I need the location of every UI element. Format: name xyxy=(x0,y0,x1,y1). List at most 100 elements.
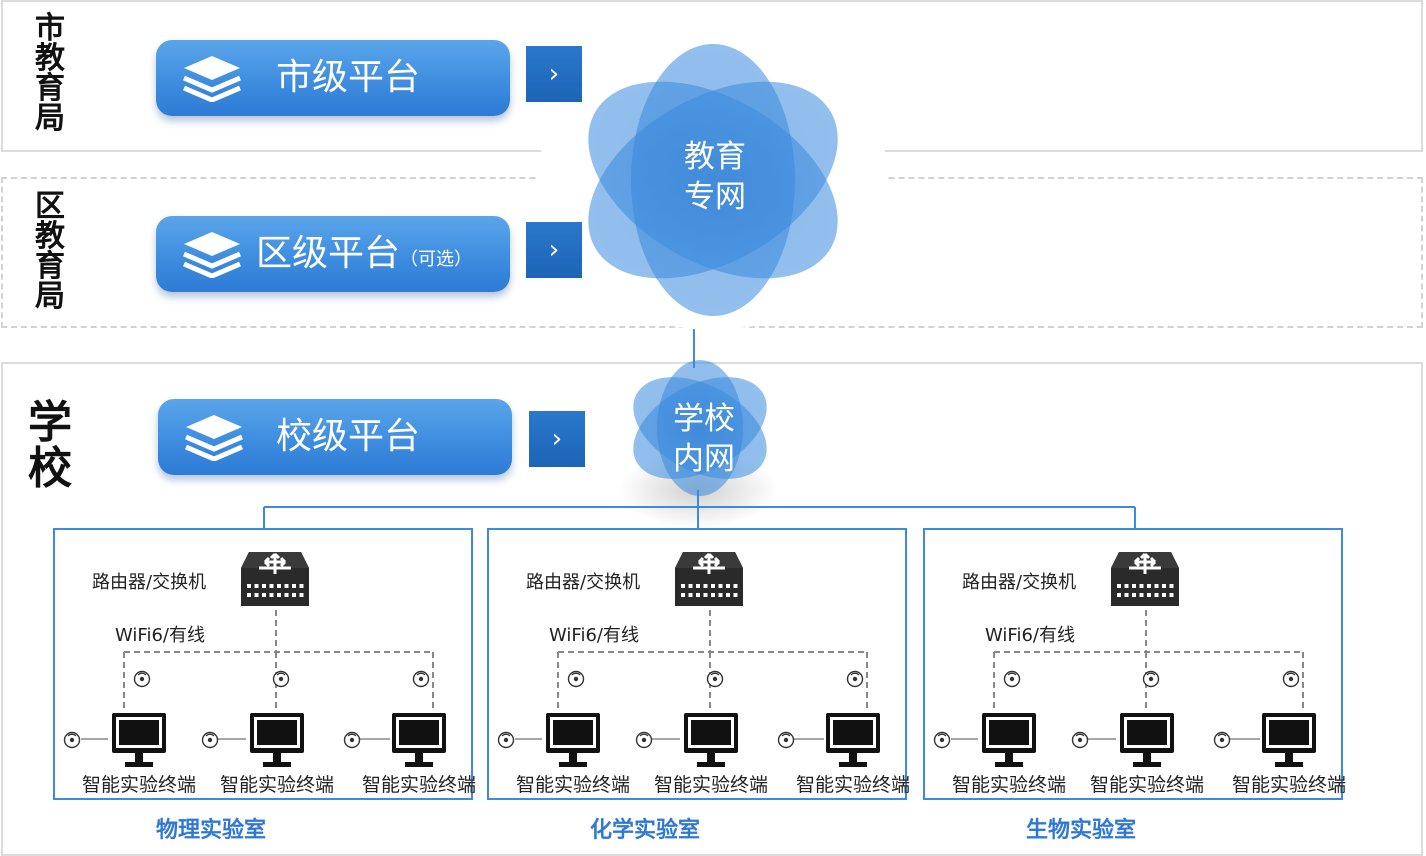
campus-branch-lines xyxy=(263,490,1136,528)
router-icon-wrap xyxy=(1109,550,1181,612)
wired-node-wrap xyxy=(1071,731,1089,753)
wifi-node-wrap xyxy=(133,670,151,692)
optional-note: （可选） xyxy=(400,249,473,270)
wifi-node-icon xyxy=(1142,670,1160,688)
lab-name: 化学实验室 xyxy=(589,818,700,843)
wifi-node-icon xyxy=(567,670,585,688)
district-tier-label: 区教 育局 xyxy=(35,189,65,314)
terminal-label: 智能实验终端 xyxy=(515,774,630,796)
campus-network-label: 学校内网 xyxy=(673,401,735,477)
terminal-icon-wrap[interactable] xyxy=(249,712,305,776)
terminal-monitor-icon xyxy=(112,713,166,767)
terminal-icon-wrap[interactable] xyxy=(545,712,601,776)
terminal-label: 智能实验终端 xyxy=(653,774,768,796)
wired-node-wrap xyxy=(635,731,653,753)
lab-box: 路由器/交换机 WiFi6/有线 智能实验终端 xyxy=(923,528,1346,800)
terminal-monitor-icon xyxy=(546,713,600,767)
terminal-monitor-icon xyxy=(982,713,1036,767)
city-platform-button[interactable]: 市级平台 xyxy=(156,40,510,116)
wired-node-wrap xyxy=(1213,731,1231,753)
city-tier-label: 市教 育局 xyxy=(35,11,65,136)
terminal-label: 智能实验终端 xyxy=(81,774,196,796)
wired-node-icon xyxy=(343,731,361,749)
router-label: 路由器/交换机 xyxy=(92,572,207,593)
terminal-monitor-icon xyxy=(250,713,304,767)
lab-name: 物理实验室 xyxy=(155,818,266,843)
terminal-icon-wrap[interactable] xyxy=(683,712,739,776)
wired-node-icon xyxy=(201,731,219,749)
terminal-label: 智能实验终端 xyxy=(361,774,476,796)
wired-node-icon xyxy=(497,731,515,749)
terminal-monitor-icon xyxy=(1262,713,1316,767)
router-switch-icon xyxy=(675,552,743,606)
lab-name: 生物实验室 xyxy=(1025,818,1136,843)
router-icon-wrap xyxy=(239,550,311,612)
district-platform-arrow[interactable]: › xyxy=(526,222,582,278)
lab-box: 路由器/交换机 WiFi6/有线 智能实验终端 xyxy=(487,528,910,800)
wifi-node-wrap xyxy=(706,670,724,692)
wired-node-icon xyxy=(1071,731,1089,749)
terminal-icon-wrap[interactable] xyxy=(825,712,881,776)
wifi-node-wrap xyxy=(412,670,430,692)
wifi-node-wrap xyxy=(1142,670,1160,692)
wifi-node-icon xyxy=(706,670,724,688)
school-platform-arrow[interactable]: › xyxy=(529,411,585,467)
district-platform-button[interactable]: 区级平台（可选） xyxy=(156,216,510,292)
layers-icon xyxy=(183,232,241,278)
school-platform-label: 校级平台 xyxy=(276,416,421,457)
campus-network-cloud xyxy=(633,360,767,496)
router-label: 路由器/交换机 xyxy=(962,572,1077,593)
link-type-label: WiFi6/有线 xyxy=(115,625,205,646)
lab-box: 路由器/交换机 WiFi6/有线 智能实验终端 xyxy=(53,528,476,800)
wired-node-wrap xyxy=(201,731,219,753)
wired-node-icon xyxy=(1213,731,1231,749)
terminal-icon-wrap[interactable] xyxy=(391,712,447,776)
wifi-node-wrap xyxy=(846,670,864,692)
terminal-monitor-icon xyxy=(1120,713,1174,767)
layers-icon xyxy=(185,415,243,461)
wifi-node-wrap xyxy=(1282,670,1300,692)
wired-node-wrap xyxy=(343,731,361,753)
school-platform-button[interactable]: 校级平台 xyxy=(158,399,512,475)
terminal-icon-wrap[interactable] xyxy=(981,712,1037,776)
edu-network-cloud xyxy=(588,44,838,316)
terminal-icon-wrap[interactable] xyxy=(1261,712,1317,776)
wifi-node-icon xyxy=(1282,670,1300,688)
wired-node-icon xyxy=(933,731,951,749)
wifi-node-wrap xyxy=(1003,670,1021,692)
terminal-icon-wrap[interactable] xyxy=(111,712,167,776)
wired-node-icon xyxy=(635,731,653,749)
router-switch-icon xyxy=(1111,552,1179,606)
terminal-label: 智能实验终端 xyxy=(795,774,910,796)
terminal-label: 智能实验终端 xyxy=(951,774,1066,796)
wifi-node-icon xyxy=(1003,670,1021,688)
city-platform-label: 市级平台 xyxy=(276,57,421,98)
lab-wiring xyxy=(515,610,868,740)
link-type-label: WiFi6/有线 xyxy=(549,625,639,646)
wired-node-icon xyxy=(63,731,81,749)
terminal-label: 智能实验终端 xyxy=(1089,774,1204,796)
router-switch-icon xyxy=(241,552,309,606)
terminal-monitor-icon xyxy=(392,713,446,767)
link-type-label: WiFi6/有线 xyxy=(985,625,1075,646)
layers-icon xyxy=(183,56,241,102)
wifi-node-icon xyxy=(412,670,430,688)
terminal-icon-wrap[interactable] xyxy=(1119,712,1175,776)
wired-node-wrap xyxy=(777,731,795,753)
wired-node-wrap xyxy=(933,731,951,753)
terminal-label: 智能实验终端 xyxy=(219,774,334,796)
wifi-node-wrap xyxy=(272,670,290,692)
terminal-monitor-icon xyxy=(684,713,738,767)
wifi-node-icon xyxy=(272,670,290,688)
terminal-label: 智能实验终端 xyxy=(1231,774,1346,796)
school-tier-label: 学校 xyxy=(28,397,72,495)
lab-wiring xyxy=(81,610,434,740)
wifi-node-icon xyxy=(133,670,151,688)
wired-node-wrap xyxy=(63,731,81,753)
terminal-monitor-icon xyxy=(826,713,880,767)
wifi-node-wrap xyxy=(567,670,585,692)
wired-node-icon xyxy=(777,731,795,749)
wifi-node-icon xyxy=(846,670,864,688)
city-platform-arrow[interactable]: › xyxy=(526,46,582,102)
